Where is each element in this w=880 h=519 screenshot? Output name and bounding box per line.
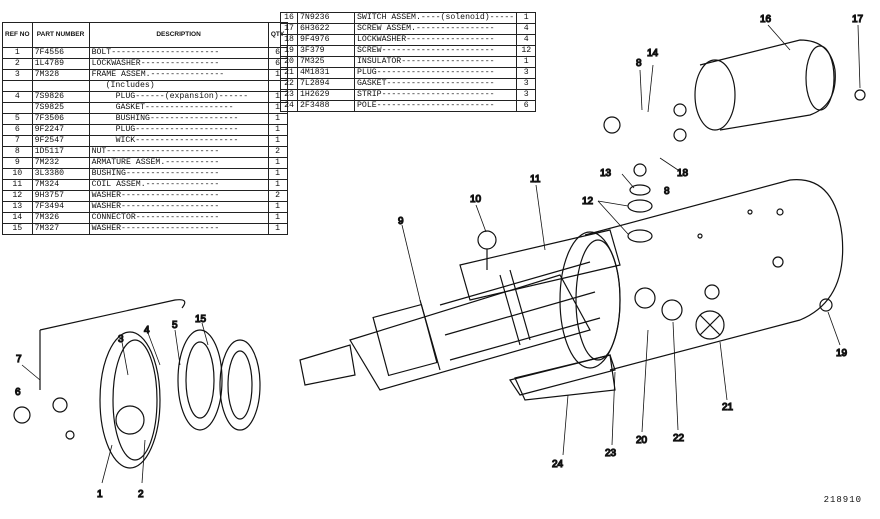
end-frame-drawing: [13, 299, 261, 469]
callout-17: 17: [852, 14, 864, 25]
callout-2: 2: [138, 489, 144, 500]
callout-4: 4: [144, 325, 150, 336]
callout-9: 9: [398, 216, 404, 227]
solenoid-switch-drawing: [603, 39, 866, 312]
callout-5: 5: [172, 320, 178, 331]
callout-14: 14: [647, 48, 659, 59]
header-ref-no: REF NO: [2, 22, 33, 48]
callout-8-top: 8: [636, 58, 642, 69]
callout-labels: 1 2 3 4 5 6 7 8 8 9 10 11 12 13 14 15 16…: [14, 13, 864, 500]
callout-13: 13: [600, 168, 612, 179]
description-cell: POLE------------------------: [353, 100, 518, 112]
leader-lines: [21, 24, 861, 484]
callout-7: 7: [16, 354, 22, 365]
callout-11: 11: [530, 174, 541, 185]
figure-number: 218910: [823, 495, 862, 505]
coil-assembly-drawing: [459, 229, 621, 396]
callout-24: 24: [552, 459, 564, 470]
callout-16: 16: [760, 14, 772, 25]
callout-15: 15: [195, 314, 207, 325]
callout-22: 22: [673, 433, 685, 444]
callout-8-lower: 8: [664, 186, 670, 197]
callout-10: 10: [470, 194, 482, 205]
callout-19: 19: [836, 348, 848, 359]
qty-cell: 1: [267, 135, 288, 147]
armature-drawing: [299, 261, 601, 391]
callout-23: 23: [605, 448, 617, 459]
callout-20: 20: [636, 435, 648, 446]
callout-1: 1: [97, 489, 103, 500]
qty-cell: 1: [267, 223, 288, 235]
misc-parts-drawing: [477, 230, 725, 401]
frame-assembly-drawing: [559, 179, 844, 371]
callout-12: 12: [582, 196, 594, 207]
callout-21: 21: [722, 402, 734, 413]
callout-3: 3: [118, 334, 124, 345]
qty-cell: 6: [516, 100, 537, 112]
callout-18: 18: [677, 168, 689, 179]
ref-cell: 15: [2, 223, 33, 235]
callout-6: 6: [15, 387, 21, 398]
